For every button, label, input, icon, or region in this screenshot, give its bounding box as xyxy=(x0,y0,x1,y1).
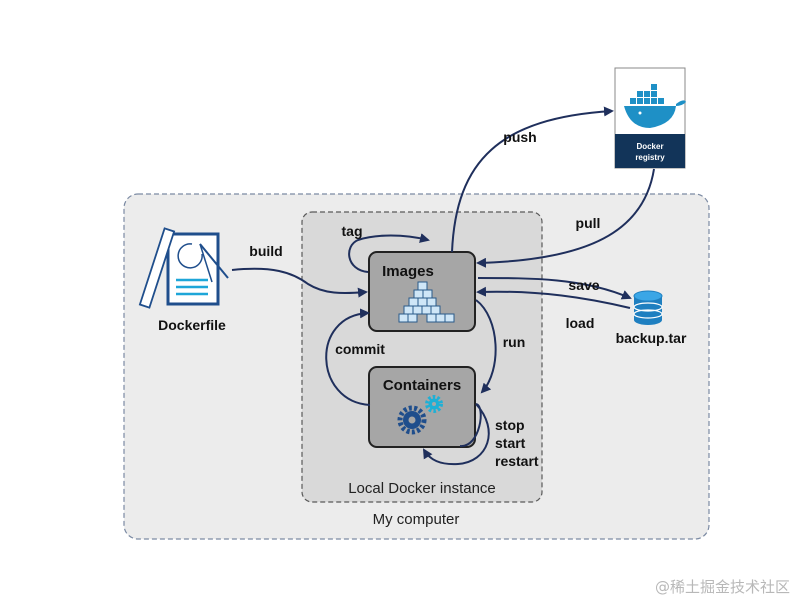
gears-icon xyxy=(397,395,443,435)
containers-node[interactable]: Containers xyxy=(368,366,476,448)
load-label: load xyxy=(566,315,595,331)
docker-registry-node[interactable]: Docker registry xyxy=(614,67,686,169)
edge-lifecycle: stop start restart xyxy=(424,403,539,469)
images-node[interactable]: Images xyxy=(368,251,476,332)
restart-label: restart xyxy=(495,453,539,469)
run-label: run xyxy=(503,334,526,350)
build-label: build xyxy=(249,243,282,259)
commit-label: commit xyxy=(335,341,385,357)
registry-label-line1: Docker xyxy=(636,142,663,151)
push-label: push xyxy=(503,129,536,145)
watermark-text: @稀土掘金技术社区 xyxy=(655,578,790,596)
edge-tag: tag xyxy=(342,223,430,273)
image-layers-icon xyxy=(398,281,455,323)
edge-pull: pull xyxy=(476,168,655,268)
backup-tar-label: backup.tar xyxy=(616,330,687,346)
docker-whale-icon xyxy=(624,84,686,128)
start-label: start xyxy=(495,435,526,451)
backup-tar-node[interactable]: backup.tar xyxy=(616,290,687,346)
containers-label: Containers xyxy=(383,377,461,394)
dockerfile-icon xyxy=(138,227,229,309)
edge-run: run xyxy=(475,299,526,394)
database-icon xyxy=(633,290,663,325)
tag-label: tag xyxy=(342,223,363,239)
edge-save: save xyxy=(477,277,632,300)
edge-build: build xyxy=(231,243,368,298)
pull-label: pull xyxy=(576,215,601,231)
edge-load: load xyxy=(476,286,631,331)
edge-commit: commit xyxy=(325,308,385,406)
my-computer-label: My computer xyxy=(373,511,460,528)
local-docker-instance-region: Local Docker instance xyxy=(301,211,543,503)
local-docker-instance-label: Local Docker instance xyxy=(348,480,496,497)
stop-label: stop xyxy=(495,417,525,433)
save-label: save xyxy=(568,277,599,293)
edge-push: push xyxy=(451,106,614,253)
dockerfile-label: Dockerfile xyxy=(158,317,226,333)
images-label: Images xyxy=(382,263,434,280)
dockerfile-node[interactable]: Dockerfile xyxy=(138,227,229,333)
registry-label-line2: registry xyxy=(635,153,665,162)
